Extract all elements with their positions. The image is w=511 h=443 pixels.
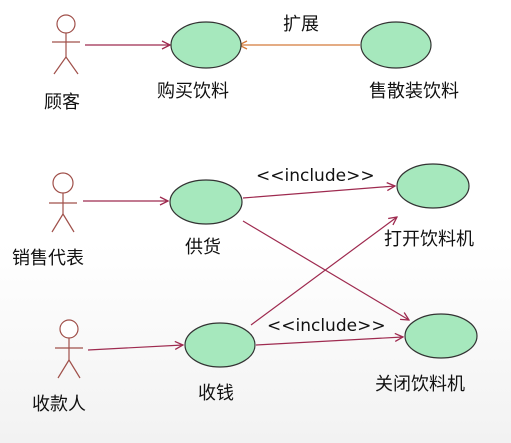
use-case-sell-bulk-drink[interactable]: 售散装饮料 (360, 21, 459, 102)
actor-customer[interactable]: 顾客 (44, 14, 80, 113)
actor-cashier[interactable]: 收款人 (32, 319, 86, 415)
use-case-label: 关闭饮料机 (375, 374, 465, 395)
actor-label: 顾客 (44, 92, 80, 113)
include-collect-close (255, 337, 403, 346)
stick-figure-icon (52, 14, 80, 75)
include-label-supply-open: <<include>> (256, 166, 375, 186)
use-case-label: 收钱 (198, 383, 234, 404)
stick-figure-icon (55, 319, 83, 379)
use-case-label: 打开饮料机 (384, 229, 474, 250)
use-case-label: 售散装饮料 (369, 81, 459, 102)
include-collect-open (250, 217, 397, 326)
actor-label: 销售代表 (12, 248, 84, 269)
relation-lines (83, 45, 409, 351)
use-case-close-machine[interactable]: 关闭饮料机 (375, 313, 478, 395)
use-case-label: 购买饮料 (157, 81, 229, 102)
use-case-buy-drink[interactable]: 购买饮料 (157, 21, 242, 102)
actor-label: 收款人 (32, 394, 86, 415)
include-supply-close (242, 220, 409, 320)
assoc-cashier-collect (87, 345, 183, 351)
use-case-open-machine[interactable]: 打开饮料机 (384, 163, 474, 250)
use-case-collect-money[interactable]: 收钱 (184, 322, 256, 404)
actor-sales-rep[interactable]: 销售代表 (12, 172, 84, 269)
use-case-supply[interactable]: 供货 (169, 179, 243, 258)
include-label-collect-close: <<include>> (267, 316, 386, 336)
use-case-label: 供货 (185, 237, 221, 258)
include-supply-open (242, 186, 395, 199)
extend-label: 扩展 (283, 14, 319, 35)
stick-figure-icon (49, 172, 77, 233)
